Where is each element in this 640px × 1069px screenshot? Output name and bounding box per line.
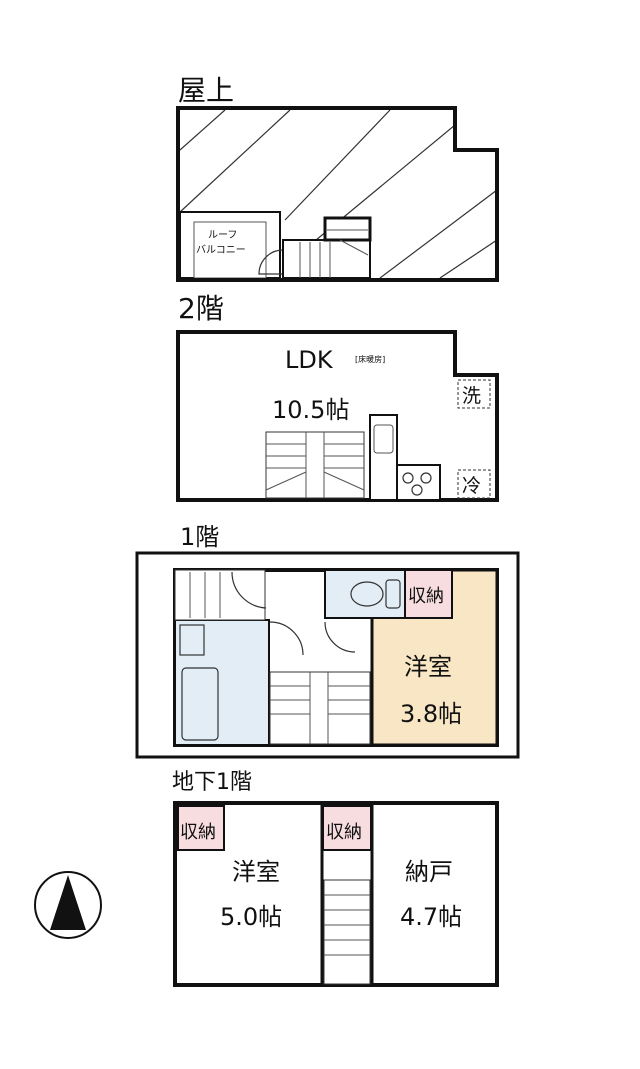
storage-b1-1-label: 収納 [180, 822, 216, 843]
storeroom-label: 納戸 [405, 858, 453, 886]
bathroom [174, 619, 270, 746]
f1-stairs [269, 671, 371, 745]
roof-floor: 屋上 ルーフ バルコニー [176, 74, 499, 282]
storage-b1-2 [322, 805, 372, 851]
western-room-1f-size: 3.8帖 [400, 700, 462, 728]
first-floor: 1階 収納 洋室 3.8帖 [135, 523, 520, 759]
second-floor: 2階 LDK [床暖房] 10.5帖 洗 冷 [176, 292, 499, 502]
bathtub-icon [181, 667, 219, 741]
toilet-icon [350, 581, 384, 607]
balcony-label-1: ルーフ [208, 230, 237, 241]
washbasin [179, 624, 205, 656]
basement-floor: 地下1階 収納 収納 洋室 5.0帖 納戸 4.7帖 [172, 770, 499, 987]
b1-stairs [323, 879, 371, 985]
roof-outline [176, 106, 499, 282]
fridge-label: 冷 [462, 475, 481, 497]
north-arrow-icon [34, 871, 102, 939]
balcony-label-2: バルコニー [196, 244, 246, 256]
b1-label: 地下1階 [172, 770, 252, 795]
ldk-label: LDK [285, 346, 334, 374]
storage-b1-1 [177, 805, 225, 851]
toilet-room [324, 569, 406, 619]
washer-label: 洗 [462, 385, 481, 407]
roof-label: 屋上 [178, 74, 234, 107]
f2-label: 2階 [178, 292, 224, 325]
f1-label: 1階 [180, 523, 219, 551]
western-room-b1-label: 洋室 [232, 858, 280, 886]
door-swing [258, 249, 284, 275]
ldk-size: 10.5帖 [272, 396, 349, 424]
ldk-room [176, 330, 499, 502]
storage-1f-label: 収納 [408, 586, 444, 607]
roof-stairs [282, 216, 372, 279]
washer-space [457, 379, 491, 409]
storeroom-size: 4.7帖 [400, 903, 462, 931]
storage-1f [404, 569, 453, 619]
b1-outline [173, 801, 499, 987]
fridge-space [457, 469, 491, 499]
floor-heating-note: [床暖房] [355, 354, 385, 364]
f2-stairs [265, 431, 365, 499]
western-room-1f-label: 洋室 [404, 653, 452, 681]
western-room-b1-size: 5.0帖 [220, 903, 282, 931]
storage-b1-2-label: 収納 [326, 822, 362, 843]
